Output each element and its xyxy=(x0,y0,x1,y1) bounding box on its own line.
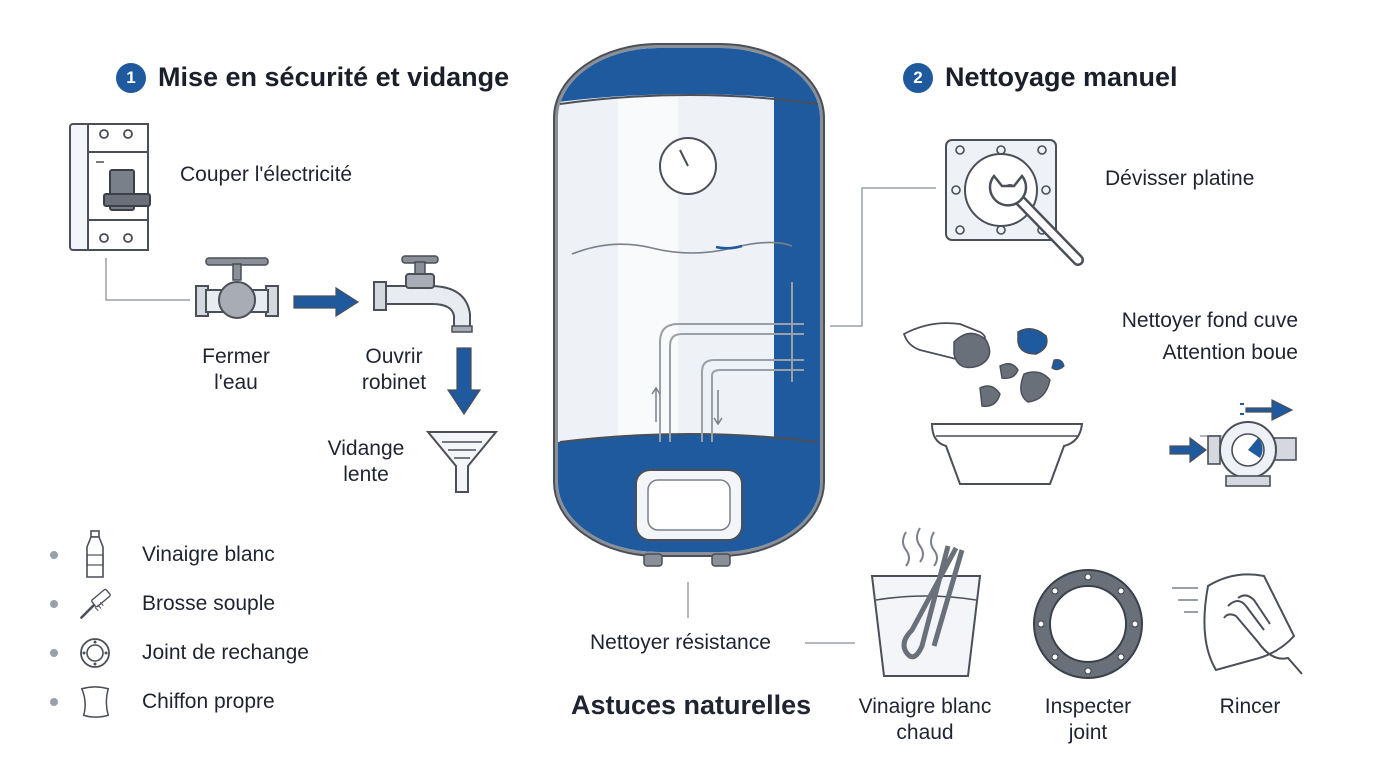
bottle-icon xyxy=(78,529,112,578)
cloth-icon xyxy=(78,682,112,722)
unscrew-plate-label: Dévisser platine xyxy=(1105,167,1255,190)
clean-resistance-label: Nettoyer résistance xyxy=(590,631,771,654)
section-1-heading: 1 Mise en sécurité et vidange xyxy=(116,62,509,93)
clean-bottom-line1: Nettoyer fond cuve xyxy=(1121,309,1298,332)
slow-drain-line2: lente xyxy=(343,463,389,486)
supply-item: Joint de rechange xyxy=(50,628,309,677)
open-tap-label: Ouvrir robinet xyxy=(344,344,444,396)
gasket-icon xyxy=(78,633,112,673)
natural-tips-title: Astuces naturelles xyxy=(571,690,812,720)
faucet-icon xyxy=(373,255,473,333)
power-off-label: Couper l'électricité xyxy=(180,163,353,186)
pump-icon xyxy=(1169,399,1297,487)
clean-bottom-line2: Attention boue xyxy=(1162,341,1298,364)
step-number-2: 2 xyxy=(903,62,933,93)
close-water-label: Fermer l'eau xyxy=(186,344,286,396)
section-2-title: Nettoyage manuel xyxy=(945,62,1178,92)
bullet-icon xyxy=(50,697,58,706)
slow-drain-label: Vidange lente xyxy=(314,436,418,488)
supply-item: Chiffon propre xyxy=(50,677,309,726)
circuit-breaker-icon xyxy=(69,123,151,251)
brush-icon xyxy=(78,584,112,624)
close-water-line2: l'eau xyxy=(214,371,258,394)
arrow-down-icon xyxy=(446,347,482,416)
gasket-ring-icon xyxy=(1033,569,1143,679)
supply-label: Joint de rechange xyxy=(142,640,309,664)
bullet-icon xyxy=(50,550,58,559)
hot-vinegar-line2: chaud xyxy=(896,721,954,744)
rinse-label: Rincer xyxy=(1219,695,1281,718)
supplies-list: Vinaigre blanc Brosse souple Joint de re… xyxy=(50,529,309,726)
open-tap-line1: Ouvrir xyxy=(365,345,423,368)
supply-item: Brosse souple xyxy=(50,579,309,628)
supply-item: Vinaigre blanc xyxy=(50,529,309,579)
open-tap-line2: robinet xyxy=(361,371,427,394)
hand-cleaning-sludge-icon xyxy=(902,322,1084,485)
section-2-heading: 2 Nettoyage manuel xyxy=(903,62,1178,93)
vinegar-glass-icon xyxy=(870,527,982,677)
close-water-line1: Fermer xyxy=(202,345,270,368)
valve-icon xyxy=(195,257,279,319)
inspect-joint-line1: Inspecter xyxy=(1044,695,1132,718)
inspect-joint-line2: joint xyxy=(1068,721,1108,744)
supply-label: Brosse souple xyxy=(142,591,276,615)
inspect-joint-label: Inspecter joint xyxy=(1028,694,1148,746)
water-heater-illustration xyxy=(553,43,825,567)
supply-label: Vinaigre blanc xyxy=(142,542,275,566)
bullet-icon xyxy=(50,648,58,657)
slow-drain-line1: Vidange xyxy=(327,437,405,460)
bullet-icon xyxy=(50,599,58,608)
clean-bottom-label: Nettoyer fond cuve Attention boue xyxy=(1080,308,1298,366)
step-number-1: 1 xyxy=(116,62,146,93)
supply-label: Chiffon propre xyxy=(142,689,275,713)
hand-wiping-icon xyxy=(1172,573,1303,675)
hot-vinegar-label: Vinaigre blanc chaud xyxy=(840,694,1010,746)
hot-vinegar-line1: Vinaigre blanc xyxy=(858,695,992,718)
funnel-icon xyxy=(425,431,499,493)
arrow-right-icon xyxy=(293,286,360,318)
heating-plate-wrench-icon xyxy=(945,139,1084,266)
section-1-title: Mise en sécurité et vidange xyxy=(158,62,510,92)
